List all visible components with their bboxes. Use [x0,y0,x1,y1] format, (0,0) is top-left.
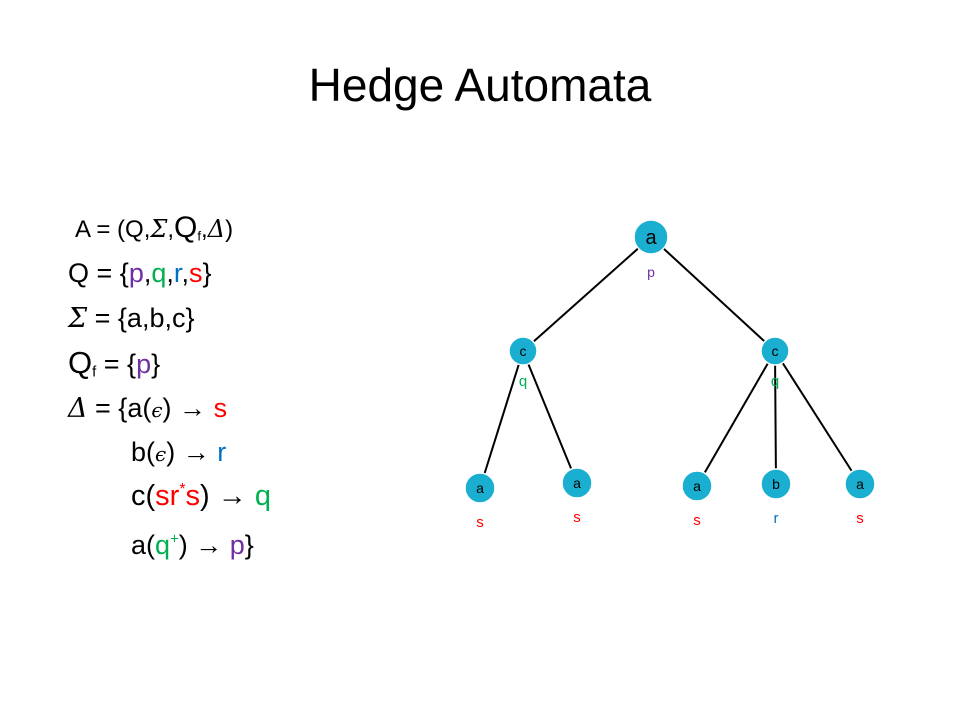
tree-node-circle [681,470,713,502]
tree-node-symbol: b [772,476,780,492]
states-definition: Q = {p,q,r,s} [68,258,212,288]
tree-node-circle [464,472,496,504]
tree-node-circle [508,336,538,366]
tree-node: as [681,470,713,529]
final-states-definition: Qf = {p} [68,345,161,381]
tree-edge [774,350,861,485]
tree-node: ap [633,219,669,280]
tree-node: cq [760,336,790,390]
tree-edge [696,350,776,487]
tree-node-circle [561,467,593,499]
rule-4: a(q+) → p} [131,530,254,560]
automaton-name: A [75,216,90,243]
slide-title: Hedge Automata [308,59,652,111]
tree-node-circle [844,468,876,500]
tree-node-circle [760,468,792,500]
tree-edge [650,236,776,352]
tree-node: as [844,468,876,527]
rule-3: c(sr*s) → q [131,480,271,512]
tree-node-symbol: a [573,475,581,491]
tree-node: br [760,468,792,527]
tree-node-state: p [647,264,655,280]
rule-2: b(ϵ) → r [131,437,227,467]
tree-node-state: q [519,373,527,390]
tree-node-state: s [856,510,864,527]
tree-node: as [464,472,496,531]
alphabet-definition: Σ = {a,b,c} [68,303,195,334]
tree-node-symbol: c [520,343,527,359]
tree-edge [479,350,524,489]
tree-node-state: q [771,373,779,390]
rule-1: Δ = {a(ϵ) → s [68,393,228,424]
automaton-definition: A = (Q,Σ,Qf,Δ) [75,211,234,244]
tree-node-state: s [476,514,484,531]
tree-edge [522,350,578,484]
tree-node-state: s [573,509,581,526]
tree-node-symbol: a [645,227,657,249]
tree-node-symbol: c [772,343,779,359]
tree-node-state: r [774,510,779,527]
tree-node-state: s [693,512,701,529]
tree-node-circle [760,336,790,366]
tree-node: cq [508,336,538,390]
tree-node-circle [633,219,669,255]
tree-node-symbol: a [693,478,701,494]
tree-node: as [561,467,593,526]
tree-node-symbol: a [476,480,484,496]
tree-node-symbol: a [856,476,864,492]
tree-edge [522,236,652,352]
tree-edge [774,350,777,485]
